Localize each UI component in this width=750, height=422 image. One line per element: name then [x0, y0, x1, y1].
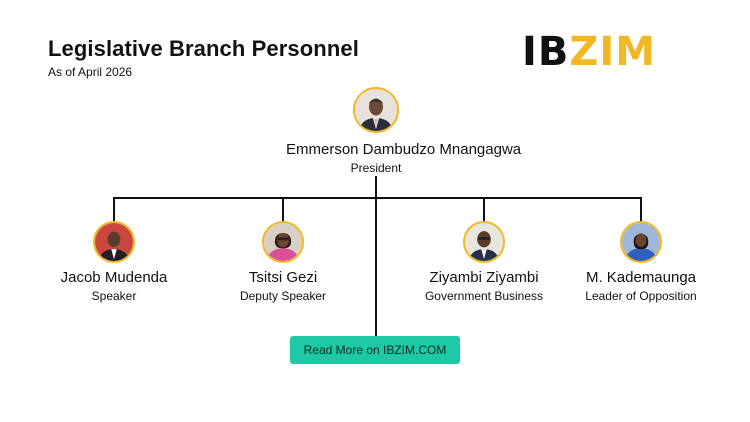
org-node-leader-opposition: M. Kademaunga Leader of Opposition — [551, 221, 731, 303]
org-node-president: Emmerson Dambudzo Mnangagwa President — [286, 87, 522, 175]
person-portrait-icon — [264, 223, 302, 261]
member-name: M. Kademaunga — [585, 269, 697, 286]
avatar-government-business — [463, 221, 505, 263]
member-role: Speaker — [91, 289, 137, 303]
person-portrait-icon — [95, 223, 133, 261]
president-name: Emmerson Dambudzo Mnangagwa — [286, 141, 522, 158]
logo-text-zim: ZIM — [569, 29, 657, 75]
person-portrait-icon — [355, 89, 397, 131]
member-name: Ziyambi Ziyambi — [429, 269, 539, 286]
avatar-speaker — [93, 221, 135, 263]
member-name: Jacob Mudenda — [60, 269, 168, 286]
avatar-leader-opposition — [620, 221, 662, 263]
avatar-president — [353, 87, 399, 133]
president-role: President — [350, 161, 402, 175]
member-role: Government Business — [424, 289, 544, 303]
member-role: Leader of Opposition — [585, 289, 697, 303]
page-title: Legislative Branch Personnel — [48, 36, 359, 61]
page-subtitle: As of April 2026 — [48, 65, 133, 79]
avatar-deputy-speaker — [262, 221, 304, 263]
member-role: Deputy Speaker — [239, 289, 327, 303]
ibzim-logo: IBZIM — [522, 32, 656, 72]
person-portrait-icon — [465, 223, 503, 261]
person-portrait-icon — [622, 223, 660, 261]
read-more-button[interactable]: Read More on IBZIM.COM — [290, 336, 460, 364]
org-node-speaker: Jacob Mudenda Speaker — [24, 221, 204, 303]
org-node-deputy-speaker: Tsitsi Gezi Deputy Speaker — [193, 221, 373, 303]
org-node-government-business: Ziyambi Ziyambi Government Business — [394, 221, 574, 303]
member-name: Tsitsi Gezi — [248, 269, 318, 286]
logo-text-ib: IB — [522, 29, 570, 75]
